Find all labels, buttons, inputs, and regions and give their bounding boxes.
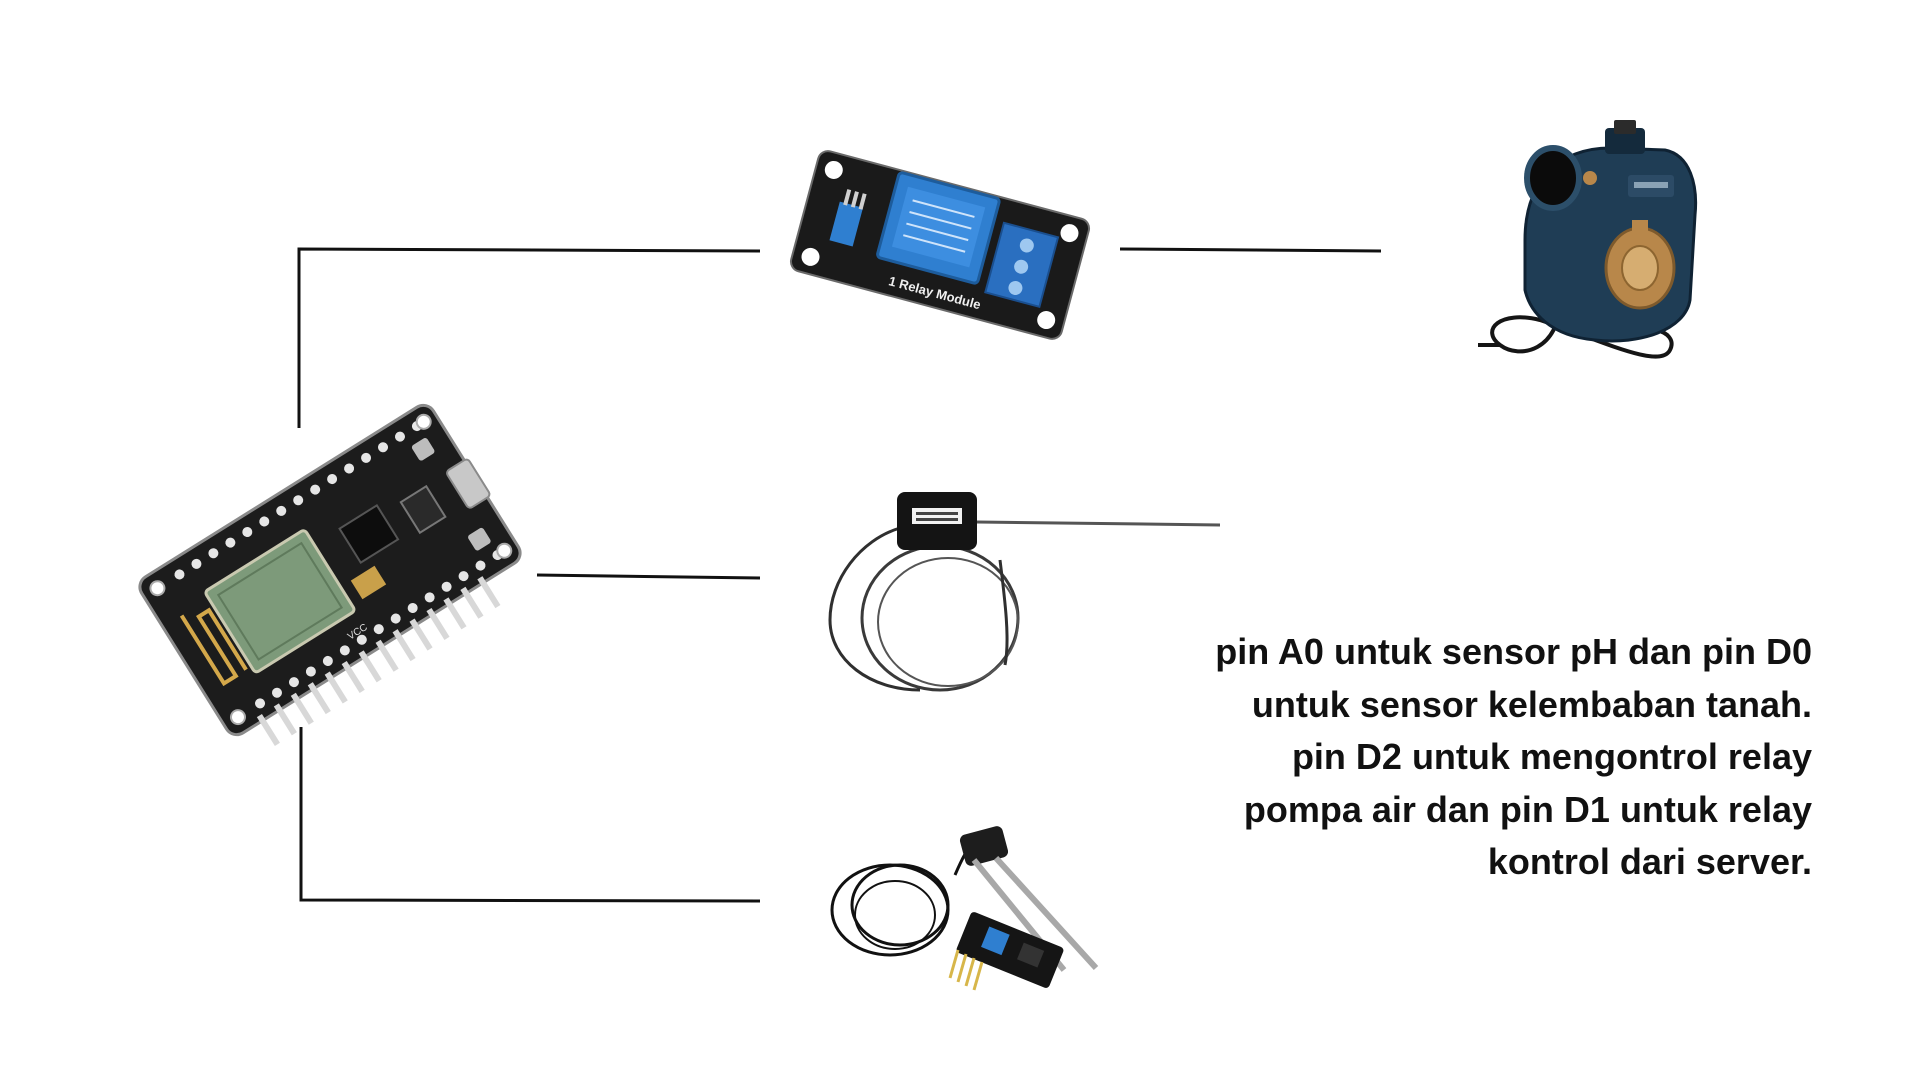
relay-module: 1 Relay Module bbox=[789, 150, 1091, 340]
line-nodemcu-to-ph bbox=[536, 573, 761, 580]
description-line: pompa air dan pin D1 untuk relay bbox=[1243, 788, 1812, 830]
description-line: untuk sensor kelembaban tanah. bbox=[1251, 683, 1812, 725]
connector-lines bbox=[297, 247, 1382, 903]
description-line: kontrol dari server. bbox=[1487, 841, 1812, 882]
description-text: pin A0 untuk sensor pH dan pin D0 untuk … bbox=[1092, 626, 1812, 889]
line-nodemcu-to-relay bbox=[297, 247, 761, 428]
ph-sensor bbox=[828, 492, 1221, 692]
description-line: pin A0 untuk sensor pH dan pin D0 bbox=[1215, 631, 1812, 672]
line-nodemcu-to-soil bbox=[299, 727, 761, 903]
nodemcu-board: VCC bbox=[138, 403, 522, 746]
line-relay-to-pump bbox=[1119, 247, 1382, 253]
water-pump bbox=[1478, 120, 1698, 359]
soil-moisture-sensor bbox=[830, 826, 1099, 991]
description-line: pin D2 untuk mengontrol relay bbox=[1291, 736, 1812, 777]
